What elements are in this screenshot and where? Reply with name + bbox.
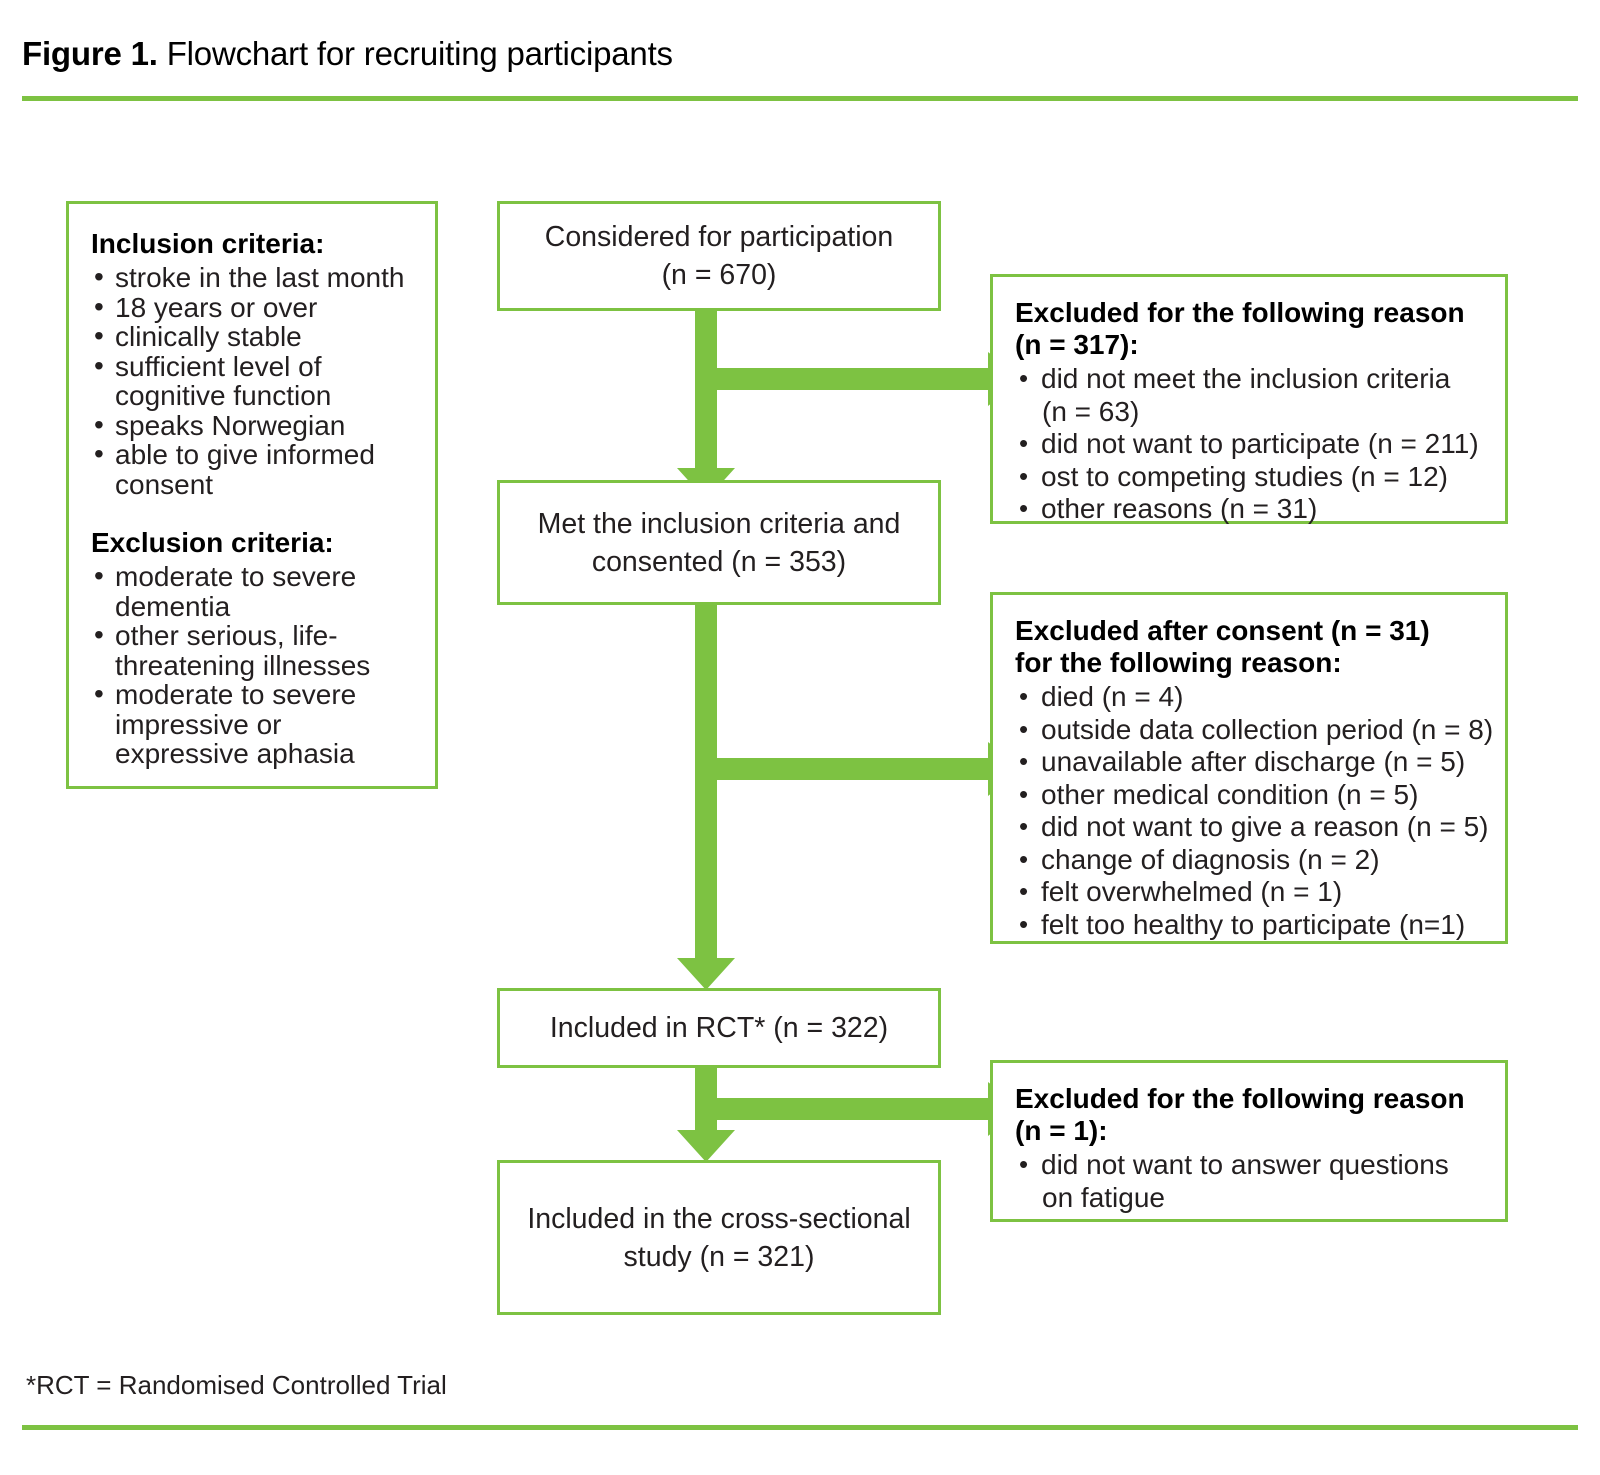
list-item: change of diagnosis (n = 2) xyxy=(1015,843,1487,877)
heading-line1: Excluded for the following reason xyxy=(1015,297,1465,328)
flow-box-included-rct: Included in RCT* (n = 322) xyxy=(497,988,941,1068)
figure-title-text: Flowchart for recruiting participants xyxy=(166,35,673,72)
divider-bottom xyxy=(22,1425,1578,1430)
list-item-subline: (n = 63) xyxy=(1042,395,1140,427)
spacer xyxy=(91,499,415,525)
excluded-box-fatigue-heading: Excluded for the following reason (n = 1… xyxy=(1015,1083,1487,1147)
list-item: felt overwhelmed (n = 1) xyxy=(1015,875,1487,909)
flow-box-cross-line2: study (n = 321) xyxy=(623,1240,815,1273)
list-item-text: did not meet the inclusion criteria xyxy=(1041,363,1451,394)
list-item: moderate to severe dementia xyxy=(91,561,415,621)
flow-box-considered-line1: Considered for participation xyxy=(544,221,894,253)
list-item: died (n = 4) xyxy=(1015,680,1487,714)
flow-box-considered-text: Considered for participation (n = 670) xyxy=(531,218,908,294)
arrow-down-shape-3 xyxy=(677,1062,735,1162)
heading-line1: Excluded for the following reason xyxy=(1015,1083,1465,1114)
list-item: other reasons (n = 31) xyxy=(1015,492,1487,526)
exclusion-criteria-list: moderate to severe dementia other seriou… xyxy=(91,561,415,769)
excluded-box-fatigue: Excluded for the following reason (n = 1… xyxy=(990,1060,1508,1222)
excluded-box-after-consent: Excluded after consent (n = 31) for the … xyxy=(990,592,1508,944)
divider-top xyxy=(22,96,1578,101)
list-item: sufficient level of cognitive function xyxy=(91,351,415,411)
excluded-box-initial: Excluded for the following reason (n = 3… xyxy=(990,274,1508,524)
arrow-considered-to-met-and-excluded1 xyxy=(677,300,1022,500)
list-item: 18 years or over xyxy=(91,292,415,323)
list-item: ost to competing studies (n = 12) xyxy=(1015,460,1487,494)
list-item: did not meet the inclusion criteria (n =… xyxy=(1015,362,1487,428)
page-title: Figure 1. Flowchart for recruiting parti… xyxy=(22,32,673,76)
figure-label: Figure 1. xyxy=(22,35,158,72)
flow-box-considered: Considered for participation (n = 670) xyxy=(497,201,941,311)
list-item: clinically stable xyxy=(91,321,415,352)
flow-box-considered-line2: (n = 670) xyxy=(661,259,777,291)
list-item: outside data collection period (n = 8) xyxy=(1015,713,1493,747)
criteria-box: Inclusion criteria: stroke in the last m… xyxy=(66,201,438,789)
list-item: felt too healthy to participate (n=1) xyxy=(1015,908,1487,942)
arrow-down-shape-1 xyxy=(677,300,735,500)
list-item: other serious, life-threatening illnesse… xyxy=(91,620,415,680)
footnote: *RCT = Randomised Controlled Trial xyxy=(26,1370,447,1400)
arrow-rct-to-cross-and-excluded3 xyxy=(677,1062,1022,1162)
list-item: other medical condition (n = 5) xyxy=(1015,778,1487,812)
list-item: did not want to answer questions on fati… xyxy=(1015,1148,1487,1214)
flow-box-met-line2: consented (n = 353) xyxy=(591,545,847,578)
excluded-box-fatigue-list: did not want to answer questions on fati… xyxy=(1015,1148,1487,1214)
list-item: did not want to participate (n = 211) xyxy=(1015,427,1487,461)
excluded-box-after-consent-heading: Excluded after consent (n = 31) for the … xyxy=(1015,615,1487,679)
list-item: did not want to give a reason (n = 5) xyxy=(1015,810,1489,844)
list-item: speaks Norwegian xyxy=(91,410,415,441)
flow-box-met-line1: Met the inclusion criteria and xyxy=(537,507,901,540)
excluded-box-initial-heading: Excluded for the following reason (n = 3… xyxy=(1015,297,1487,361)
list-item-text: did not want to answer questions xyxy=(1041,1149,1449,1180)
heading-line2: for the following reason: xyxy=(1015,647,1342,678)
flow-box-met-criteria-text: Met the inclusion criteria and consented… xyxy=(524,505,915,581)
heading-line2: (n = 317): xyxy=(1015,329,1139,360)
inclusion-criteria-heading: Inclusion criteria: xyxy=(91,228,325,259)
list-item: moderate to severe impressive or express… xyxy=(91,679,415,769)
flow-box-met-criteria: Met the inclusion criteria and consented… xyxy=(497,480,941,605)
arrow-right-shape-1 xyxy=(717,352,1022,406)
list-item: stroke in the last month xyxy=(91,262,415,293)
heading-line1: Excluded after consent (n = 31) xyxy=(1015,615,1430,646)
excluded-box-after-consent-list: died (n = 4) outside data collection per… xyxy=(1015,680,1493,942)
list-item-subline: on fatigue xyxy=(1042,1181,1165,1213)
flow-box-included-cross-sectional-text: Included in the cross-sectional study (n… xyxy=(513,1200,924,1276)
list-item: able to give informed consent xyxy=(91,439,415,499)
arrow-right-shape-2 xyxy=(717,742,1022,796)
heading-line2: (n = 1): xyxy=(1015,1115,1108,1146)
inclusion-criteria-list: stroke in the last month 18 years or ove… xyxy=(91,262,415,499)
arrow-down-shape-2 xyxy=(677,600,735,990)
arrow-met-to-rct-and-excluded2 xyxy=(677,600,1022,990)
excluded-box-initial-list: did not meet the inclusion criteria (n =… xyxy=(1015,362,1487,526)
list-item: unavailable after discharge (n = 5) xyxy=(1015,745,1487,779)
exclusion-criteria-heading: Exclusion criteria: xyxy=(91,527,334,558)
flow-box-included-cross-sectional: Included in the cross-sectional study (n… xyxy=(497,1160,941,1315)
flow-box-cross-line1: Included in the cross-sectional xyxy=(527,1202,911,1235)
flow-box-included-rct-text: Included in RCT* (n = 322) xyxy=(549,1012,889,1044)
arrow-right-shape-3 xyxy=(717,1082,1022,1136)
